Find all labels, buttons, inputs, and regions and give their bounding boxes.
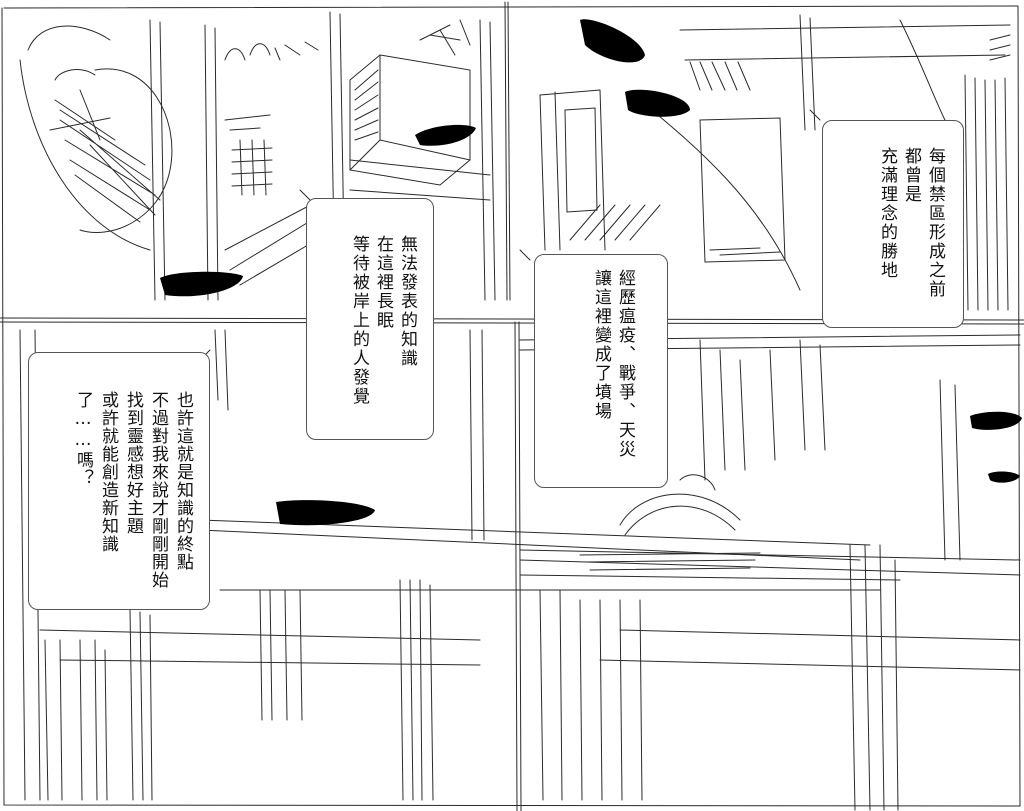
speech-bubble-forbidden-zone: 每個禁區形成之前 都曾是 充滿理念的勝地 xyxy=(822,120,964,328)
text-line: 找到靈感想好主題 xyxy=(123,391,143,535)
speech-bubble-graveyard: 經歷瘟疫、戰爭、天災 讓這裡變成了墳場 xyxy=(534,254,668,488)
bubble-text: 經歷瘟疫、戰爭、天災 讓這裡變成了墳場 xyxy=(589,269,637,459)
text-line: 或許就能創造新知識 xyxy=(98,391,118,553)
shelf-sketch xyxy=(349,19,496,301)
bubble-text: 每個禁區形成之前 都曾是 充滿理念的勝地 xyxy=(875,147,947,299)
text-line: 充滿理念的勝地 xyxy=(877,147,897,280)
text-line: 了……嗎？ xyxy=(73,391,93,487)
speech-bubble-inspiration: 也許這就是知識的終點 不過對我來說才剛剛開始 找到靈感想好主題 或許就能創造新知… xyxy=(28,352,210,610)
bubble-tails xyxy=(199,109,821,361)
table-sketch xyxy=(519,334,1021,811)
bubble-text: 無法發表的知識 在這裡長眠 等待被岸上的人發覺 xyxy=(347,235,419,406)
face-sketch xyxy=(19,25,173,251)
text-line: 經歷瘟疫、戰爭、天災 xyxy=(615,269,635,459)
text-line: 讓這裡變成了墳場 xyxy=(591,269,611,421)
speech-bubble-knowledge-sleep: 無法發表的知識 在這裡長眠 等待被岸上的人發覺 xyxy=(306,198,434,440)
text-line: 不過對我來說才剛剛開始 xyxy=(148,391,168,589)
bubble-text: 也許這就是知識的終點 不過對我來說才剛剛開始 找到靈感想好主題 或許就能創造新知… xyxy=(70,391,195,589)
text-line: 等待被岸上的人發覺 xyxy=(349,235,369,406)
text-line: 在這裡長眠 xyxy=(373,235,393,330)
text-line: 每個禁區形成之前 xyxy=(925,147,945,299)
text-line: 也許這就是知識的終點 xyxy=(173,391,193,571)
interior-sketch xyxy=(539,14,1011,311)
text-line: 無法發表的知識 xyxy=(397,235,417,368)
redaction-marks xyxy=(160,19,1022,526)
text-line: 都曾是 xyxy=(901,147,921,204)
